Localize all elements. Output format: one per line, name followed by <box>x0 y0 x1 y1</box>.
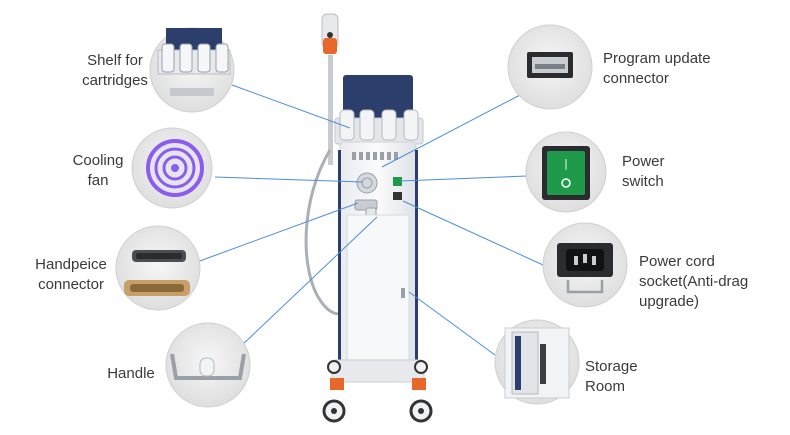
leader-cooling-fan <box>214 176 364 183</box>
label-program-update: Program update connector <box>603 49 711 89</box>
label-cooling-fan-line1: Cooling <box>72 152 124 169</box>
body-vents <box>352 152 398 160</box>
storage-door <box>346 214 410 371</box>
handpiece-top <box>321 13 339 54</box>
leader-program-update <box>381 94 521 168</box>
leader-handpiece-connector <box>196 202 359 263</box>
leader-power-cord <box>402 200 544 266</box>
label-handpiece-connector: Handpeice connector <box>28 255 114 295</box>
callout-shelf <box>149 27 235 113</box>
label-power-cord-line1: Power cord <box>639 253 715 270</box>
callout-cooling-fan <box>131 127 213 209</box>
callout-storage <box>494 319 580 405</box>
display-panel <box>343 75 413 121</box>
label-power-cord-line2: socket(Anti-drag <box>639 273 749 290</box>
leader-lines <box>196 84 544 356</box>
wheels <box>322 360 433 423</box>
callout-power-switch: | <box>525 131 607 213</box>
label-handle: Handle <box>98 364 164 384</box>
label-storage-room-line1: Storage <box>585 358 638 375</box>
label-cooling-fan: Cooling fan <box>62 151 134 191</box>
label-program-update-line1: Program update <box>603 50 711 67</box>
svg-text:|: | <box>564 157 568 170</box>
body-fan <box>356 172 378 194</box>
label-power-switch-line2: switch <box>622 173 664 190</box>
callout-power-cord <box>542 222 628 308</box>
body-switch <box>393 177 402 186</box>
body-socket <box>393 192 402 200</box>
leader-storage <box>408 291 496 356</box>
label-storage-room-line2: Room <box>585 378 626 395</box>
machine-base <box>331 359 425 383</box>
leader-power-switch <box>399 175 528 182</box>
label-shelf-line2: cartridges <box>82 72 148 89</box>
holder-pole <box>328 55 333 165</box>
callout-program-update <box>507 24 593 110</box>
label-storage-room: Storage Room <box>585 357 638 397</box>
machine-illustration <box>304 13 433 423</box>
label-cooling-fan-line2: fan <box>87 172 109 189</box>
callout-handpiece-connector <box>115 225 201 311</box>
label-handle-line1: Handle <box>107 365 155 382</box>
label-handpiece-connector-line1: Handpeice <box>35 256 107 273</box>
label-shelf: Shelf for cartridges <box>80 51 150 91</box>
label-handpiece-connector-line2: connector <box>38 276 104 293</box>
label-program-update-line2: connector <box>603 70 669 87</box>
label-power-cord-line3: upgrade) <box>639 293 700 310</box>
cartridge-shelf <box>334 109 424 145</box>
callout-handle <box>165 322 251 408</box>
leader-handle <box>239 216 378 348</box>
leader-shelf <box>231 84 351 129</box>
label-shelf-line1: Shelf for <box>87 52 143 69</box>
label-power-switch-line1: Power <box>622 153 665 170</box>
label-power-switch: Power switch <box>622 152 665 192</box>
label-power-cord: Power cord socket(Anti-drag upgrade) <box>639 252 748 312</box>
